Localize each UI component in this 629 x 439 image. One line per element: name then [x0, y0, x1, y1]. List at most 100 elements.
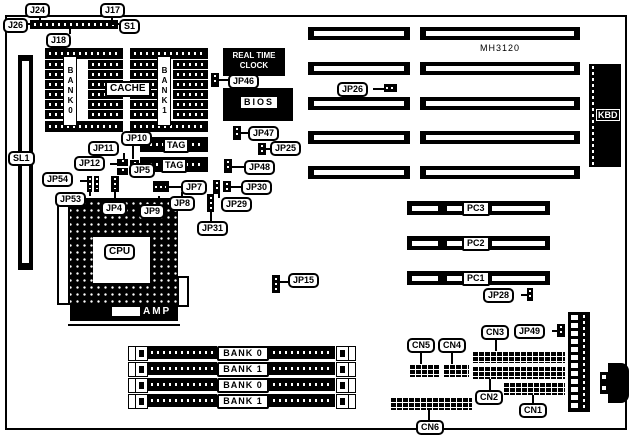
isa-slot: [308, 131, 410, 144]
label-cn2: CN2: [475, 390, 504, 405]
label-jp29: JP29: [221, 197, 253, 212]
power-connector-pins: [571, 315, 578, 409]
cache-chip: [88, 110, 123, 119]
chipset-label: MH3120: [479, 43, 521, 53]
label-jp25: JP25: [270, 141, 302, 156]
label-tag1: TAG: [163, 138, 190, 153]
jp10-pointer: [132, 146, 134, 159]
jp49-jumper-icon: [557, 324, 565, 337]
jp4-jumper-icon: [111, 176, 119, 192]
jp47-jumper-icon: [233, 126, 241, 140]
cache-chip: [130, 100, 160, 109]
isa-slot: [420, 166, 580, 179]
kbd-connector: [589, 64, 621, 167]
pc2-slot-strip: [447, 241, 464, 246]
jp7-jumper-icon: [153, 181, 169, 192]
label-jp31: JP31: [197, 221, 229, 236]
pc2-slot-strip: [492, 241, 545, 246]
label-jp26: JP26: [337, 82, 369, 97]
jp49-pointer: [552, 330, 557, 332]
jp31-pointer: [210, 211, 212, 221]
cpu-socket-tab: [177, 276, 189, 307]
jp7-pointer: [169, 186, 181, 188]
simm-clip: [135, 362, 148, 377]
jp15-jumper-icon: [272, 275, 280, 293]
simm-slot: [147, 378, 217, 391]
label-cn5: CN5: [407, 338, 436, 353]
label-simm-bank0b: BANK 0: [217, 378, 269, 393]
cache-chip: [45, 60, 75, 69]
simm-slot: [147, 394, 217, 407]
label-jp10: JP10: [121, 131, 153, 146]
label-jp11: JP11: [88, 141, 119, 156]
label-bank0-vertical: BANK0: [63, 56, 77, 126]
jp29-pointer: [218, 192, 220, 198]
label-jp48: JP48: [244, 160, 276, 175]
cache-chip: [130, 70, 160, 79]
cache-chip: [45, 100, 75, 109]
label-jp46: JP46: [228, 74, 260, 89]
cn3-pointer: [495, 340, 497, 351]
jp15-pointer: [280, 281, 288, 283]
cache-chip: [130, 48, 208, 59]
cache-chip: [173, 70, 208, 79]
isa-slot: [308, 27, 410, 40]
cpu-socket-bracket: [57, 200, 70, 305]
label-bios: BIOS: [239, 95, 280, 110]
label-pc2: PC2: [462, 236, 490, 251]
simm-clip: [336, 378, 349, 393]
jp48-jumper-icon: [224, 159, 232, 173]
jp26-jumper-icon: [384, 84, 397, 92]
label-j24: J24: [25, 3, 51, 18]
jp8-pointer: [181, 192, 183, 197]
label-cpu: CPU: [104, 244, 136, 260]
pc1-slot-strip: [492, 276, 545, 281]
label-jp54: JP54: [42, 172, 74, 187]
j17-pointer: [111, 16, 113, 21]
din-port-pin: [602, 375, 606, 379]
label-simm-bank1a: BANK 1: [217, 362, 269, 377]
jp25-pointer: [266, 148, 272, 150]
label-bank1-vertical: BANK1: [157, 56, 171, 126]
simm-end: [348, 394, 356, 409]
label-sl1: SL1: [8, 151, 35, 166]
cache-chip: [45, 80, 75, 89]
isa-slot: [308, 166, 410, 179]
pc1-slot-strip: [412, 276, 438, 281]
j24-pointer: [39, 16, 41, 21]
cache-chip: [88, 70, 123, 79]
cache-chip: [130, 121, 208, 132]
cache-chip: [173, 90, 208, 99]
kbd-pin-strip: [592, 66, 594, 165]
label-jp4: JP4: [101, 201, 128, 216]
jp31-jumper-icon: [207, 194, 214, 212]
jp28-jumper-icon: [527, 288, 533, 301]
amp-underline: [68, 324, 180, 326]
cache-chip: [45, 110, 75, 119]
jp-cluster-jumper-icon: [117, 168, 128, 175]
label-jp30: JP30: [241, 180, 273, 195]
label-cn4: CN4: [438, 338, 467, 353]
isa-slot: [420, 27, 580, 40]
cache-chip: [173, 80, 208, 89]
isa-slot: [420, 131, 580, 144]
jp54-jumper-icon: [87, 176, 92, 192]
simm-slot: [263, 362, 335, 375]
cn5-header: [409, 364, 439, 377]
jp47-pointer: [241, 132, 249, 134]
label-j18: J18: [46, 33, 72, 48]
label-jp8: JP8: [169, 196, 196, 211]
simm-end: [348, 346, 356, 361]
rtc-line2: CLOCK: [239, 61, 269, 70]
cache-chip: [45, 48, 123, 59]
cn1-header: [503, 382, 565, 395]
jp29-jumper-icon: [213, 180, 220, 194]
top-pin-strip: [30, 20, 118, 29]
cache-chip: [173, 100, 208, 109]
jp28-pointer: [521, 294, 527, 296]
simm-slot: [263, 378, 335, 391]
label-s1: S1: [119, 19, 141, 34]
label-jp15: JP15: [288, 273, 320, 288]
cn4-pointer: [451, 353, 453, 364]
